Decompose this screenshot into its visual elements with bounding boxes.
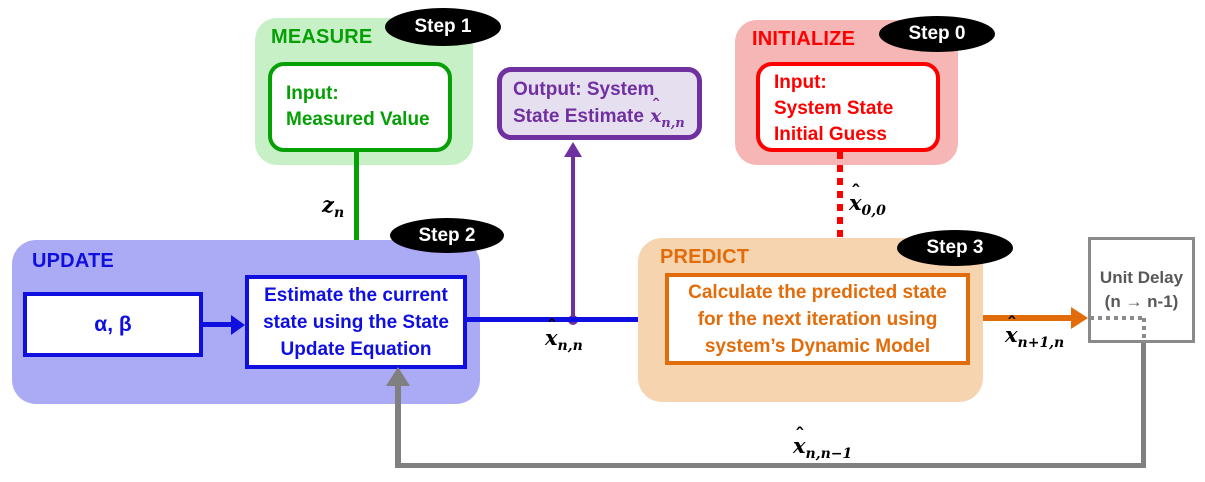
alpha-beta-label: α, β — [94, 312, 132, 336]
predict-title: PREDICT — [660, 246, 750, 268]
label-z-n: zn — [322, 192, 345, 221]
step0-badge: Step 0 — [879, 16, 995, 52]
feedback-right-vertical — [1141, 343, 1146, 468]
step1-badge: Step 1 — [385, 8, 501, 46]
alpha-beta-box: α, β — [23, 292, 203, 357]
unit-delay-line2: (n → n-1) — [1104, 292, 1179, 311]
unit-delay-line1: Unit Delay — [1099, 268, 1184, 287]
estimate-line3: Update Equation — [280, 338, 432, 360]
initialize-title: INITIALIZE — [752, 28, 856, 50]
initialize-to-predict-arrow — [837, 152, 843, 253]
initialize-input-line1: Input: — [774, 72, 827, 93]
estimate-box: Estimate the current state using the Sta… — [245, 275, 467, 369]
predict-arrowhead-icon — [1071, 307, 1088, 329]
step2-badge: Step 2 — [390, 218, 504, 253]
update-title: UPDATE — [32, 250, 114, 272]
estimate-line2: state using the State — [263, 311, 449, 333]
predict-box: Calculate the predicted state for the ne… — [665, 273, 970, 365]
output-arrow — [571, 156, 575, 320]
alphabeta-to-estimate-arrow — [203, 322, 232, 327]
predict-line1: Calculate the predicted state — [688, 281, 947, 303]
feedback-bottom-horizontal — [395, 463, 1146, 468]
output-line1: Output: System — [513, 79, 655, 100]
feedback-arrowhead-icon — [386, 367, 410, 386]
delay-dotted-vertical — [1142, 318, 1146, 343]
unit-delay-box: Unit Delay (n → n-1) — [1088, 237, 1195, 343]
measure-input-line2: Measured Value — [286, 109, 430, 130]
initialize-input-box: Input: System State Initial Guess — [756, 62, 940, 152]
initialize-group: INITIALIZE Input: System State Initial G… — [735, 20, 958, 165]
measure-input-box: Input: Measured Value — [268, 62, 452, 152]
feedback-left-vertical — [395, 385, 401, 466]
alphabeta-arrowhead-icon — [231, 315, 245, 335]
initialize-input-line3: Initial Guess — [774, 124, 887, 145]
delay-dotted-horizontal — [1090, 316, 1145, 320]
step3-badge: Step 3 — [897, 230, 1013, 266]
initialize-input-line2: System State — [774, 98, 894, 119]
estimate-to-predict-arrow — [467, 317, 652, 322]
estimate-line1: Estimate the current — [264, 284, 448, 306]
output-arrowhead-icon — [564, 142, 582, 157]
predict-to-delay-arrow — [983, 315, 1072, 321]
measure-to-update-arrow — [354, 152, 359, 266]
measure-title: MEASURE — [271, 26, 373, 48]
predict-line2: for the next iteration using — [697, 308, 938, 330]
measure-input-line1: Input: — [286, 83, 339, 104]
predict-line3: system’s Dynamic Model — [704, 335, 931, 357]
